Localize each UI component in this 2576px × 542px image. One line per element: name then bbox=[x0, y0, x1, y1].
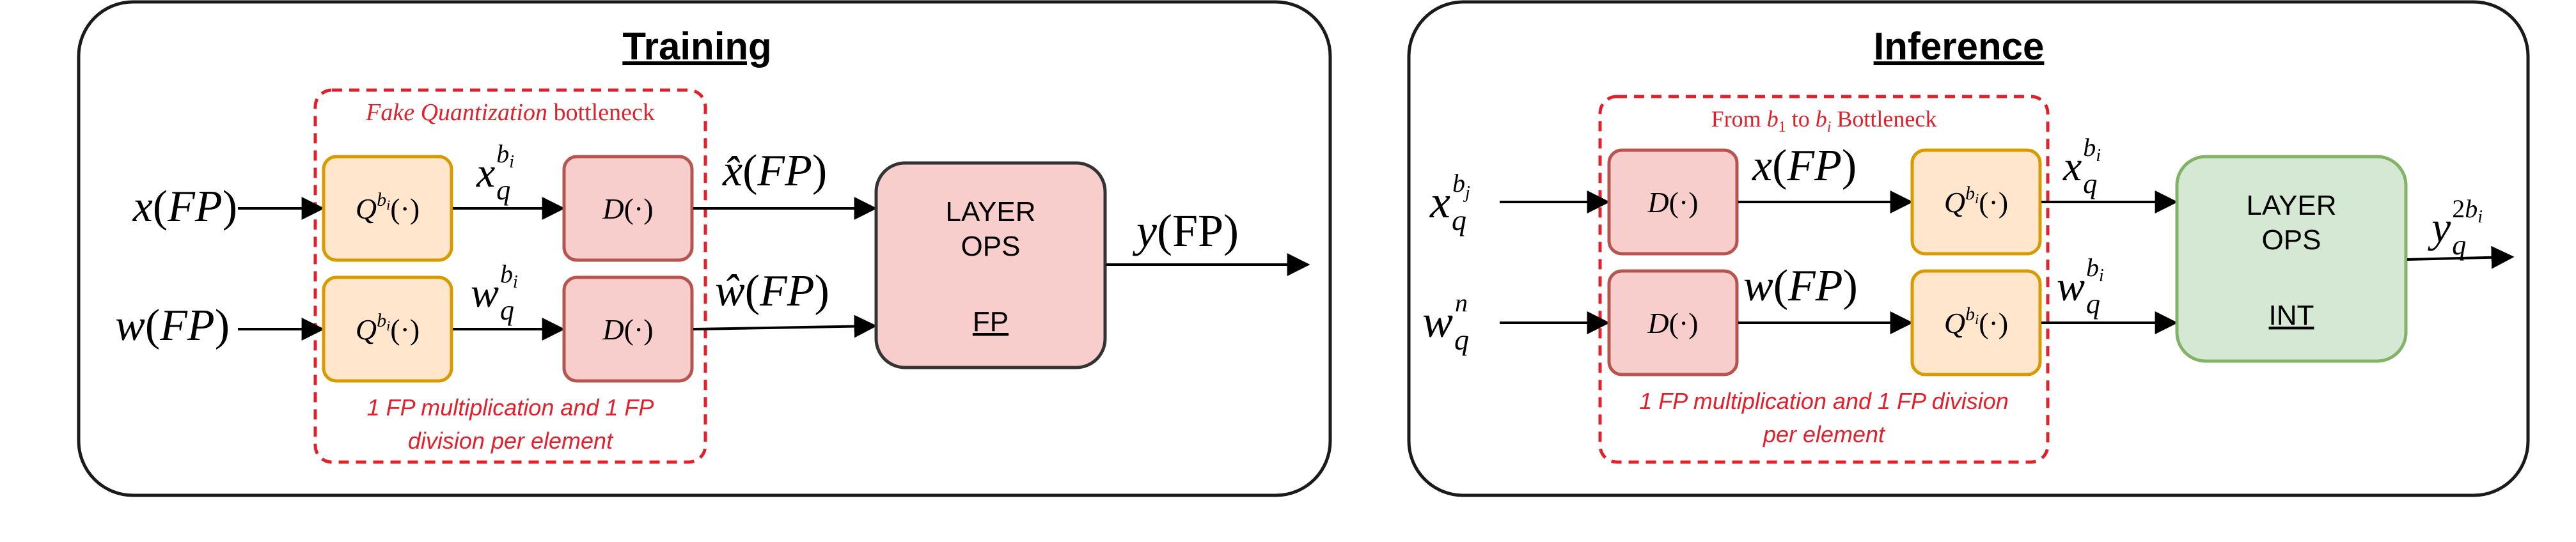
inference-edge-xq: xqbi bbox=[2062, 133, 2101, 199]
training-quantizer-w bbox=[322, 275, 453, 383]
inference-arrow-out bbox=[2407, 245, 2515, 269]
inference-quantizer-x bbox=[1910, 148, 2042, 256]
inference-dequantizer-x-label: D(·) bbox=[1647, 186, 1698, 219]
inference-output: yq2bi bbox=[2428, 194, 2483, 261]
training-input-x: x(FP) bbox=[132, 182, 237, 231]
inference-dequantizer-w-label: D(·) bbox=[1647, 307, 1698, 339]
training-quantizer-x-label: Qbi(·) bbox=[356, 189, 420, 225]
inference-title: Inference bbox=[1874, 25, 2045, 68]
training-edge-wq: wqbi bbox=[471, 259, 518, 326]
inference-layer-line2: OPS bbox=[2262, 224, 2321, 256]
inference-input-x: xqbj bbox=[1429, 169, 1470, 236]
inference-note-line1: 1 FP multiplication and 1 FP division bbox=[1639, 388, 2009, 414]
inference-dequantizer-w bbox=[1607, 269, 1739, 376]
training-edge-xq: xqbi bbox=[476, 139, 514, 206]
training-edge-what: ŵ(FP) bbox=[715, 267, 829, 316]
training-bottleneck-label: Fake Quantization bottleneck bbox=[365, 99, 655, 126]
training-edge-xhat: x̂(FP) bbox=[722, 146, 827, 196]
inference-panel: Inference From b1 to bi Bottleneck 1 FP … bbox=[1407, 0, 2530, 497]
training-quantizer-x bbox=[322, 155, 453, 262]
training-panel: Training Fake Quantization bottleneck 1 … bbox=[77, 0, 1332, 497]
inference-quantizer-w-label: Qbi(·) bbox=[1944, 304, 2008, 339]
training-quantizer-w-label: Qbi(·) bbox=[356, 310, 420, 346]
training-dequantizer-w-label: D(·) bbox=[602, 313, 653, 346]
inference-quantizer-x-label: Qbi(·) bbox=[1944, 183, 2008, 219]
inference-input-w: wqn bbox=[1422, 288, 1469, 356]
inference-layer-mode: INT bbox=[2269, 300, 2314, 331]
training-dequantizer-w bbox=[562, 275, 694, 383]
training-input-w: w(FP) bbox=[115, 301, 230, 350]
inference-bottleneck-label: From b1 to bi Bottleneck bbox=[1711, 106, 1937, 136]
inference-edge-w: w(FP) bbox=[1743, 261, 1858, 311]
training-bottleneck-region bbox=[313, 88, 707, 464]
inference-dequantizer-x bbox=[1607, 148, 1739, 256]
training-title: Training bbox=[622, 25, 771, 68]
training-note-line2: division per element bbox=[408, 428, 614, 454]
inference-bottleneck-region bbox=[1598, 95, 2050, 464]
training-arrow-what bbox=[693, 314, 877, 338]
training-dequantizer-x-label: D(·) bbox=[602, 192, 653, 225]
training-layer-line2: OPS bbox=[961, 231, 1021, 262]
inference-edge-x: x(FP) bbox=[1752, 141, 1857, 190]
inference-layer-line1: LAYER bbox=[2246, 190, 2336, 221]
training-dequantizer-x bbox=[562, 155, 694, 262]
training-layer-mode: FP bbox=[973, 306, 1009, 337]
inference-edge-wq: wqbi bbox=[2057, 253, 2104, 320]
training-layer-line1: LAYER bbox=[945, 196, 1035, 228]
training-output: y(FP) bbox=[1132, 205, 1239, 256]
inference-layer-ops bbox=[2175, 155, 2408, 363]
inference-quantizer-w bbox=[1910, 269, 2042, 376]
inference-note-line2: per element bbox=[1763, 421, 1886, 447]
training-note-line1: 1 FP multiplication and 1 FP bbox=[367, 394, 654, 421]
training-layer-ops bbox=[874, 161, 1107, 369]
